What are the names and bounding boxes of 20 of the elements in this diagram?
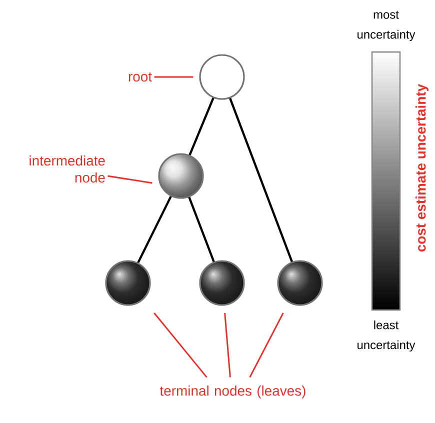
scale-label: least uncertainty [358, 320, 416, 352]
tree-edge [137, 196, 172, 264]
leader-line [154, 312, 208, 378]
node-label: terminal nodes (leaves) [160, 386, 306, 398]
scale-label: most uncertainty [358, 10, 416, 42]
tree-edge [229, 98, 293, 262]
tree-edge [188, 196, 215, 262]
leader-line [108, 175, 152, 184]
node-label: root [128, 72, 152, 82]
leader-line [249, 312, 284, 378]
tree-edge [188, 98, 214, 156]
tree-node-circle [199, 54, 245, 100]
tree-node-circle [158, 153, 204, 199]
node-label: intermediate node [30, 155, 105, 183]
axis-title: cost estimate uncertainty [416, 84, 428, 252]
leader-line [224, 312, 231, 378]
tree-node-circle [277, 260, 323, 306]
tree-node-circle [105, 260, 151, 306]
leader-line [154, 76, 194, 78]
tree-node-circle [199, 260, 245, 306]
